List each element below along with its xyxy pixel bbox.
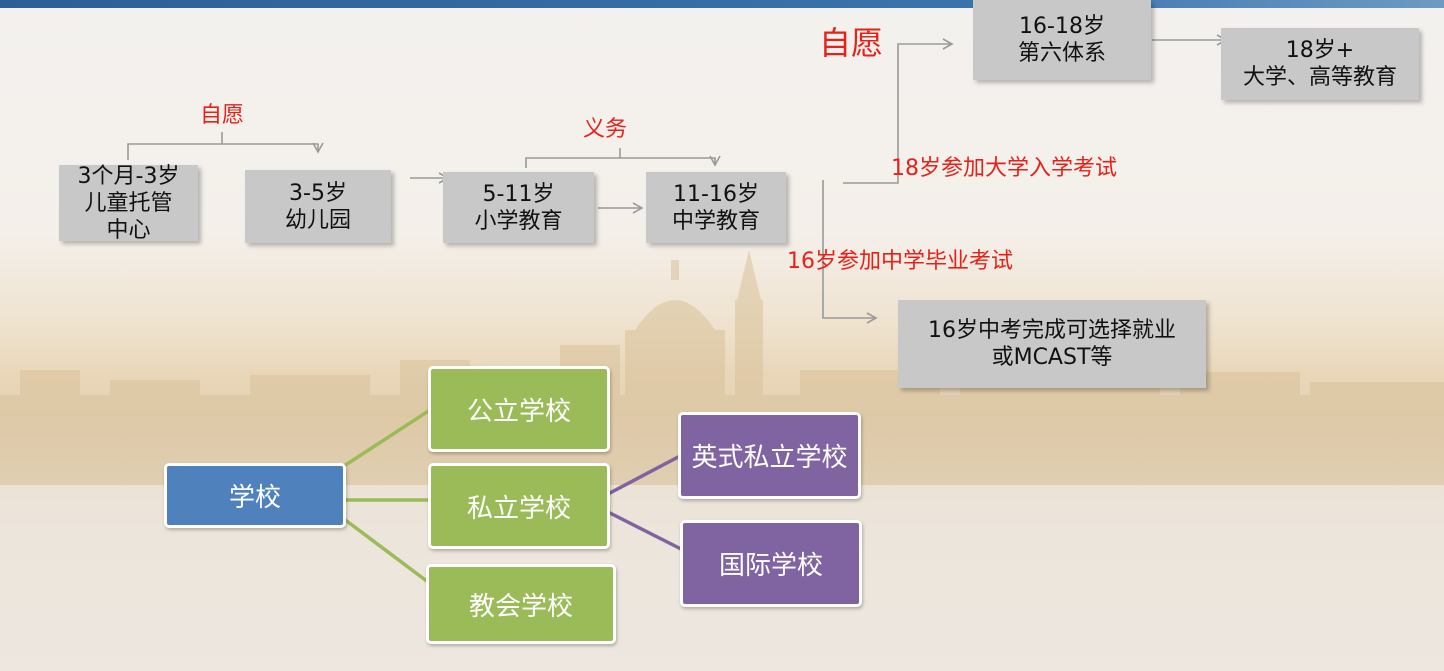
private-school-label: 私立学校 — [466, 493, 571, 524]
stage-childcare: 3个月-3岁 儿童托管 中心 — [59, 163, 198, 243]
compulsory-label: 义务 — [583, 117, 628, 142]
british-private-school-node: 英式私立学校 — [678, 412, 861, 499]
stage-university-text: 18岁+ 大学、高等教育 — [1242, 38, 1397, 90]
stage-secondary-text: 11-16岁 中学教育 — [671, 181, 760, 234]
stage-kindergarten-text: 3-5岁 幼儿园 — [284, 180, 351, 233]
stage-kindergarten: 3-5岁 幼儿园 — [245, 170, 391, 243]
stage-primary: 5-11岁 小学教育 — [443, 172, 594, 243]
stage-sixth-form: 16-18岁 第六体系 — [973, 0, 1151, 80]
school-root-label: 学校 — [228, 483, 281, 513]
stage-childcare-text: 3个月-3岁 儿童托管 中心 — [77, 163, 180, 243]
secondary-exam-label: 16岁参加中学毕业考试 — [787, 249, 1013, 274]
international-school-label: 国际学校 — [718, 551, 823, 581]
stage-secondary: 11-16岁 中学教育 — [646, 172, 786, 243]
church-school-label: 教会学校 — [468, 591, 573, 622]
stage-university: 18岁+ 大学、高等教育 — [1221, 28, 1419, 100]
stage-after-secondary: 16岁中考完成可选择就业 或MCAST等 — [898, 300, 1206, 388]
top-accent-bar — [0, 0, 1444, 8]
stage-primary-text: 5-11岁 小学教育 — [474, 181, 563, 234]
private-school-node: 私立学校 — [428, 463, 610, 549]
international-school-node: 国际学校 — [680, 520, 862, 607]
public-school-node: 公立学校 — [428, 366, 610, 452]
stage-sixth-form-text: 16-18岁 第六体系 — [1017, 14, 1106, 66]
voluntary-label-sixth-form: 自愿 — [819, 24, 884, 62]
british-private-school-label: 英式私立学校 — [691, 443, 848, 473]
church-school-node: 教会学校 — [426, 564, 616, 644]
stage-after-secondary-text: 16岁中考完成可选择就业 或MCAST等 — [928, 318, 1176, 370]
public-school-label: 公立学校 — [466, 396, 571, 427]
voluntary-label-early: 自愿 — [200, 103, 245, 128]
university-exam-label: 18岁参加大学入学考试 — [891, 156, 1117, 181]
school-root-node: 学校 — [164, 463, 346, 528]
